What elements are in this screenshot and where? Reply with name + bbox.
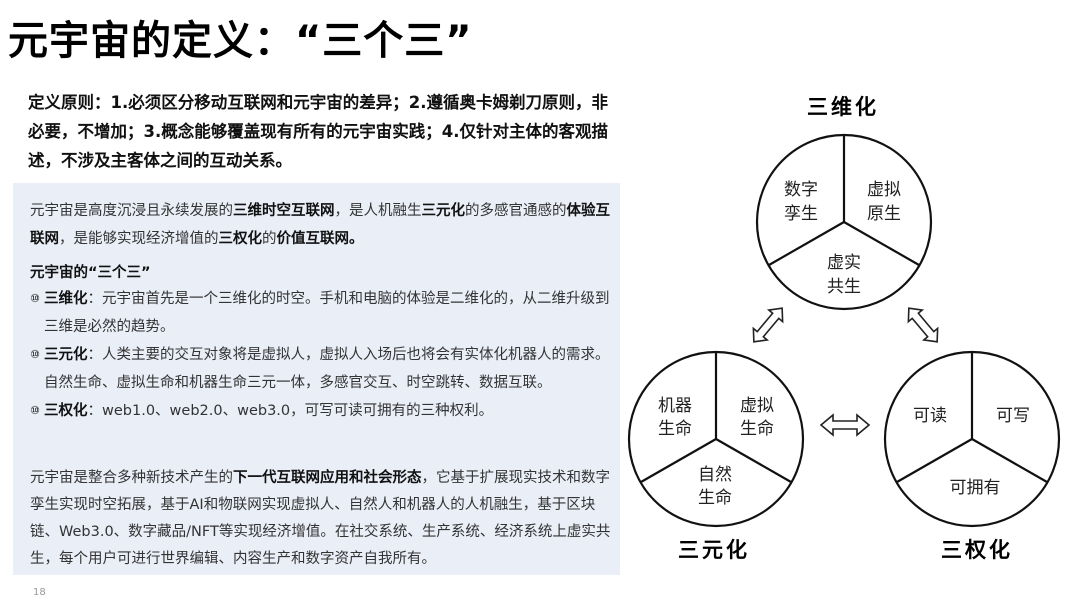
segment-label: 机器 — [658, 396, 692, 416]
segment-label: 原生 — [867, 204, 901, 224]
segment-label: 可拥有 — [950, 478, 1001, 498]
intro-text: 元宇宙是高度沉浸且永续发展的 — [30, 203, 233, 219]
list-item-ternary: ⑩ 三元化：人类主要的交互对象将是虚拟人，虚拟人入场后也将会有实体化机器人的需求… — [30, 341, 610, 397]
list-item-3d: ⑩ 三维化：元宇宙首先是一个三维化的时空。手机和电脑的体验是二维化的，从二维升级… — [30, 285, 610, 341]
double-arrow-icon — [907, 307, 939, 343]
list-item-rights: ⑩ 三权化：web1.0、web2.0、web3.0，可写可读可拥有的三种权利。 — [30, 397, 610, 425]
bullet-text: ：人类主要的交互对象将是虚拟人，虚拟人入场后也将会有实体化机器人的需求。自然生命… — [44, 347, 610, 391]
circle-rights: 可读 可写 可拥有 三权化 — [883, 350, 1061, 562]
bullet-term: 三权化 — [44, 403, 88, 419]
intro-paragraph: 元宇宙是高度沉浸且永续发展的三维时空互联网，是人机融生三元化的多感官通感的体验互… — [30, 197, 610, 253]
double-arrow-icon — [752, 307, 784, 343]
page-title: 元宇宙的定义：“三个三” — [8, 18, 473, 64]
page-number: 18 — [33, 587, 46, 598]
segment-label: 可写 — [996, 406, 1030, 426]
definition-panel — [13, 183, 620, 575]
segment-label: 虚拟 — [740, 396, 774, 416]
circle-3d: 三维化 数字 孪生 虚拟 原生 虚实 共生 — [755, 95, 933, 311]
summary-text: 元宇宙是整合多种新技术产生的 — [30, 470, 233, 486]
segment-label: 可读 — [913, 406, 947, 426]
three-threes-diagram: 三维化 数字 孪生 虚拟 原生 虚实 共生 机器 生命 虚拟 生命 自然 生命 … — [627, 95, 1061, 562]
intro-bold: 体验互联网 — [30, 203, 610, 247]
intro-bold: 三维时空互联网 — [233, 203, 335, 219]
bullet-term: 三维化 — [44, 291, 88, 307]
circle-title-rights: 三权化 — [941, 538, 1013, 562]
intro-bold: 价值互联网。 — [276, 231, 364, 247]
segment-label: 数字 — [784, 180, 818, 200]
bullet-text: ：web1.0、web2.0、web3.0，可写可读可拥有的三种权利。 — [87, 403, 494, 419]
bullet-icon: ⑩ — [30, 348, 40, 361]
segment-label: 生命 — [740, 419, 774, 439]
summary-text: ，它基于扩展现实技术和数字孪生实现时空拓展，基于AI和物联网实现虚拟人、自然人和… — [30, 470, 611, 567]
bullet-text: ：元宇宙首先是一个三维化的时空。手机和电脑的体验是二维化的，从二维升级到三维是必… — [44, 291, 610, 335]
intro-text: 的 — [262, 231, 277, 247]
segment-label: 生命 — [658, 419, 692, 439]
three-threes-list: ⑩ 三维化：元宇宙首先是一个三维化的时空。手机和电脑的体验是二维化的，从二维升级… — [30, 285, 610, 425]
segment-label: 自然 — [698, 465, 732, 485]
intro-text: 的多感官通感的 — [465, 203, 567, 219]
segment-label: 生命 — [698, 488, 732, 508]
intro-bold: 三权化 — [218, 231, 263, 247]
segment-label: 虚实 — [827, 253, 861, 273]
summary-paragraph: 元宇宙是整合多种新技术产生的下一代互联网应用和社会形态，它基于扩展现实技术和数字… — [30, 465, 615, 573]
segment-label: 虚拟 — [867, 180, 901, 200]
intro-bold: 三元化 — [421, 203, 466, 219]
segment-label: 孪生 — [784, 204, 818, 224]
summary-bold: 下一代互联网应用和社会形态 — [233, 470, 422, 486]
bullet-term: 三元化 — [44, 347, 88, 363]
double-arrow-icon — [819, 413, 871, 437]
circle-ternary: 机器 生命 虚拟 生命 自然 生命 三元化 — [627, 350, 805, 562]
intro-text: ，是人机融生 — [334, 203, 422, 219]
circle-title-ternary: 三元化 — [678, 538, 750, 562]
circle-title-3d: 三维化 — [807, 95, 879, 119]
segment-label: 共生 — [827, 277, 861, 297]
bullet-icon: ⑩ — [30, 292, 40, 305]
definition-principles: 定义原则：1.必须区分移动互联网和元宇宙的差异；2.遵循奥卡姆剃刀原则，非必要，… — [28, 93, 608, 170]
intro-text: ，是能够实现经济增值的 — [59, 231, 219, 247]
bullet-icon: ⑩ — [30, 404, 40, 417]
three-threes-heading: 元宇宙的“三个三” — [30, 265, 151, 281]
